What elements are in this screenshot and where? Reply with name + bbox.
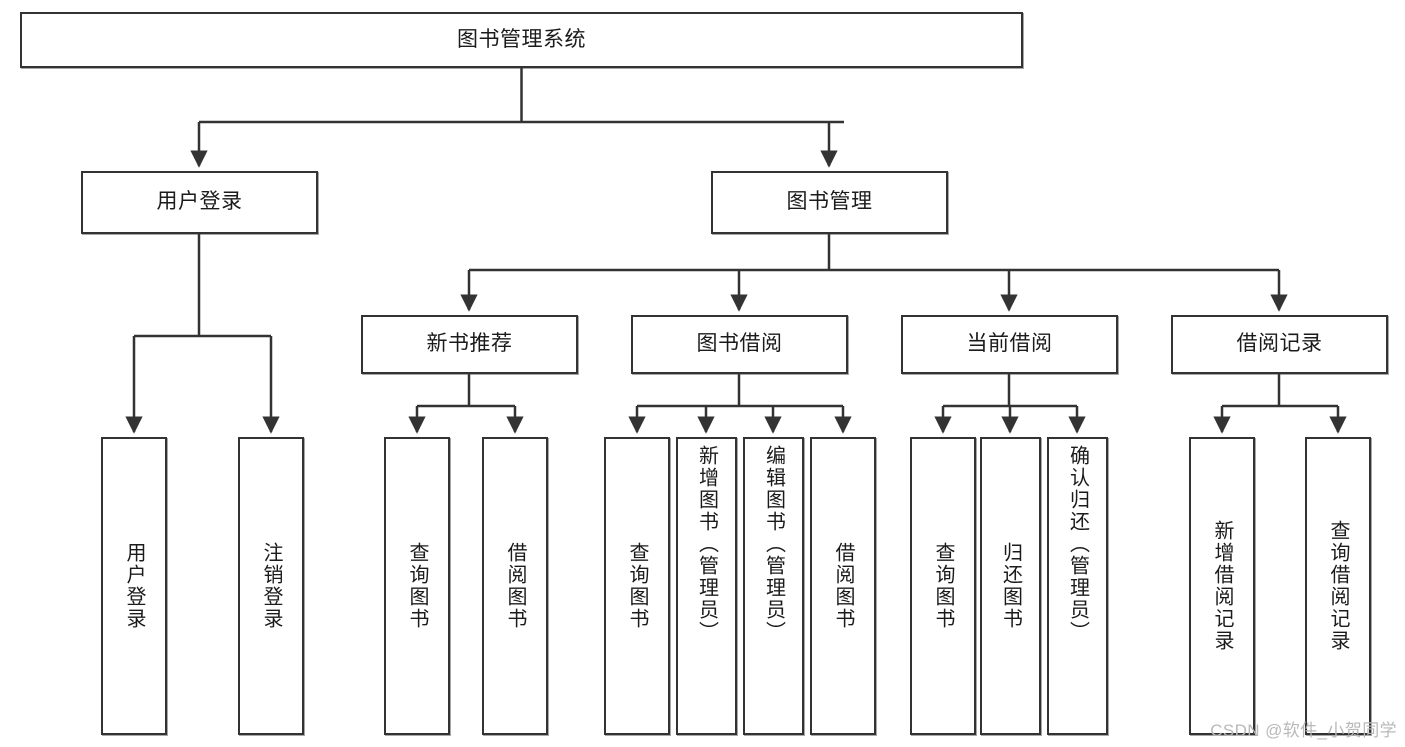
node-leaf-query-book-3[interactable]: 查询图书 <box>910 437 976 735</box>
node-book-borrow[interactable]: 图书借阅 <box>631 315 848 374</box>
node-leaf-edit-book-label: 编辑图书（管理员） <box>762 445 785 643</box>
node-leaf-confirm-return[interactable]: 确认归还（管理员） <box>1047 437 1108 735</box>
node-leaf-borrow-book-1[interactable]: 借阅图书 <box>482 437 548 735</box>
node-root-system-label: 图书管理系统 <box>457 27 586 51</box>
node-user-login-label: 用户登录 <box>156 190 243 214</box>
node-borrow-record[interactable]: 借阅记录 <box>1171 315 1388 374</box>
node-leaf-add-record[interactable]: 新增借阅记录 <box>1189 437 1255 735</box>
node-book-borrow-label: 图书借阅 <box>696 332 783 356</box>
node-leaf-user-logout[interactable]: 注销登录 <box>238 437 304 735</box>
node-current-borrow[interactable]: 当前借阅 <box>901 315 1118 374</box>
node-leaf-return-book[interactable]: 归还图书 <box>980 437 1041 735</box>
node-leaf-query-record-label: 查询借阅记录 <box>1327 520 1349 652</box>
node-current-borrow-label: 当前借阅 <box>966 332 1053 356</box>
node-new-book-recommend-label: 新书推荐 <box>426 332 513 356</box>
node-leaf-add-book-label: 新增图书（管理员） <box>695 445 718 643</box>
node-root-system[interactable]: 图书管理系统 <box>20 12 1023 68</box>
node-leaf-query-book-2-label: 查询图书 <box>626 542 648 630</box>
node-leaf-query-book-2[interactable]: 查询图书 <box>604 437 670 735</box>
node-leaf-user-login-label: 用户登录 <box>123 542 145 630</box>
node-leaf-query-record[interactable]: 查询借阅记录 <box>1305 437 1371 735</box>
node-leaf-edit-book[interactable]: 编辑图书（管理员） <box>743 437 804 735</box>
node-borrow-record-label: 借阅记录 <box>1236 332 1323 356</box>
node-leaf-query-book-1[interactable]: 查询图书 <box>384 437 450 735</box>
node-leaf-query-book-3-label: 查询图书 <box>932 542 954 630</box>
node-new-book-recommend[interactable]: 新书推荐 <box>361 315 578 374</box>
node-leaf-borrow-book-1-label: 借阅图书 <box>504 542 526 630</box>
node-leaf-borrow-book-2-label: 借阅图书 <box>832 542 854 630</box>
node-leaf-user-logout-label: 注销登录 <box>260 542 282 630</box>
node-user-login[interactable]: 用户登录 <box>81 171 318 234</box>
node-leaf-user-login[interactable]: 用户登录 <box>101 437 167 735</box>
node-leaf-query-book-1-label: 查询图书 <box>406 542 428 630</box>
node-leaf-return-book-label: 归还图书 <box>999 542 1022 630</box>
node-book-manage-label: 图书管理 <box>786 190 873 214</box>
node-leaf-confirm-return-label: 确认归还（管理员） <box>1066 445 1089 643</box>
node-leaf-add-book[interactable]: 新增图书（管理员） <box>676 437 737 735</box>
node-leaf-borrow-book-2[interactable]: 借阅图书 <box>810 437 876 735</box>
node-leaf-add-record-label: 新增借阅记录 <box>1211 520 1233 652</box>
node-book-manage[interactable]: 图书管理 <box>711 171 948 234</box>
